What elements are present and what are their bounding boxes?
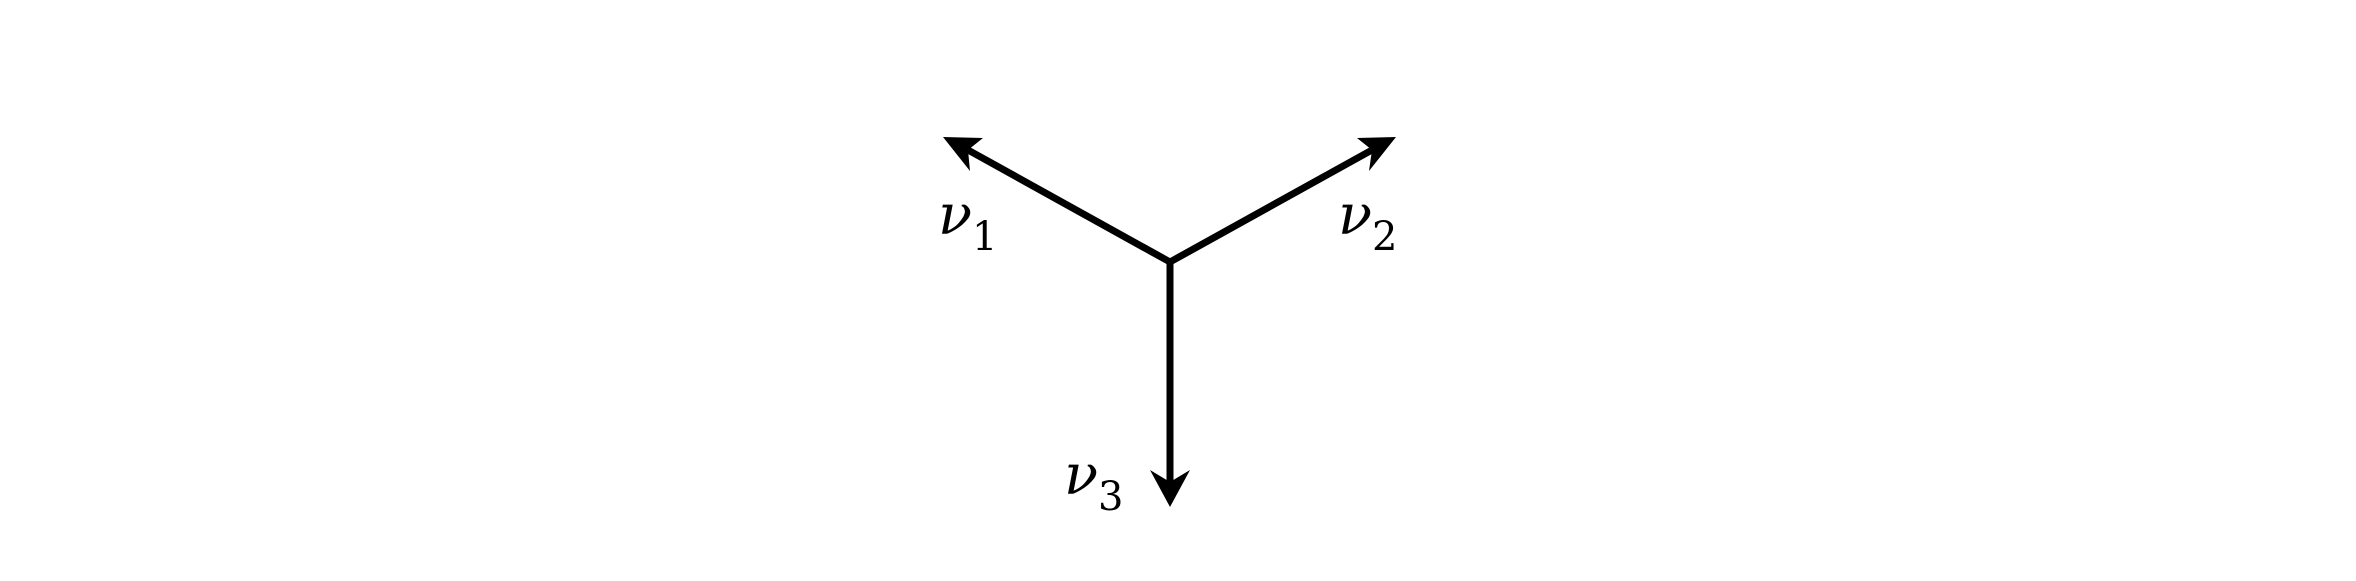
vector-3-arrowhead — [1150, 470, 1190, 507]
vector-2-arrowhead — [1357, 137, 1396, 171]
vector-1-subscript: 1 — [972, 214, 997, 260]
vector-3-subscript: 3 — [1098, 474, 1123, 520]
vector-2-subscript: 2 — [1372, 214, 1397, 260]
vector-2-shaft — [1168, 146, 1374, 266]
vector-1-symbol: ν — [938, 183, 972, 248]
vector-3-symbol: ν — [1064, 443, 1098, 508]
vector-3: ν3 — [1064, 258, 1190, 520]
vector-2: ν2 — [1168, 137, 1398, 266]
vector-3-label: ν3 — [1064, 443, 1124, 520]
vector-1: ν1 — [938, 137, 1172, 266]
vector-1-arrowhead — [943, 137, 983, 171]
vector-2-label: ν2 — [1338, 183, 1398, 260]
vector-1-shaft — [966, 146, 1172, 266]
junction-node — [1166, 258, 1174, 266]
vector-1-label: ν1 — [938, 183, 998, 260]
vector-2-symbol: ν — [1338, 183, 1372, 248]
